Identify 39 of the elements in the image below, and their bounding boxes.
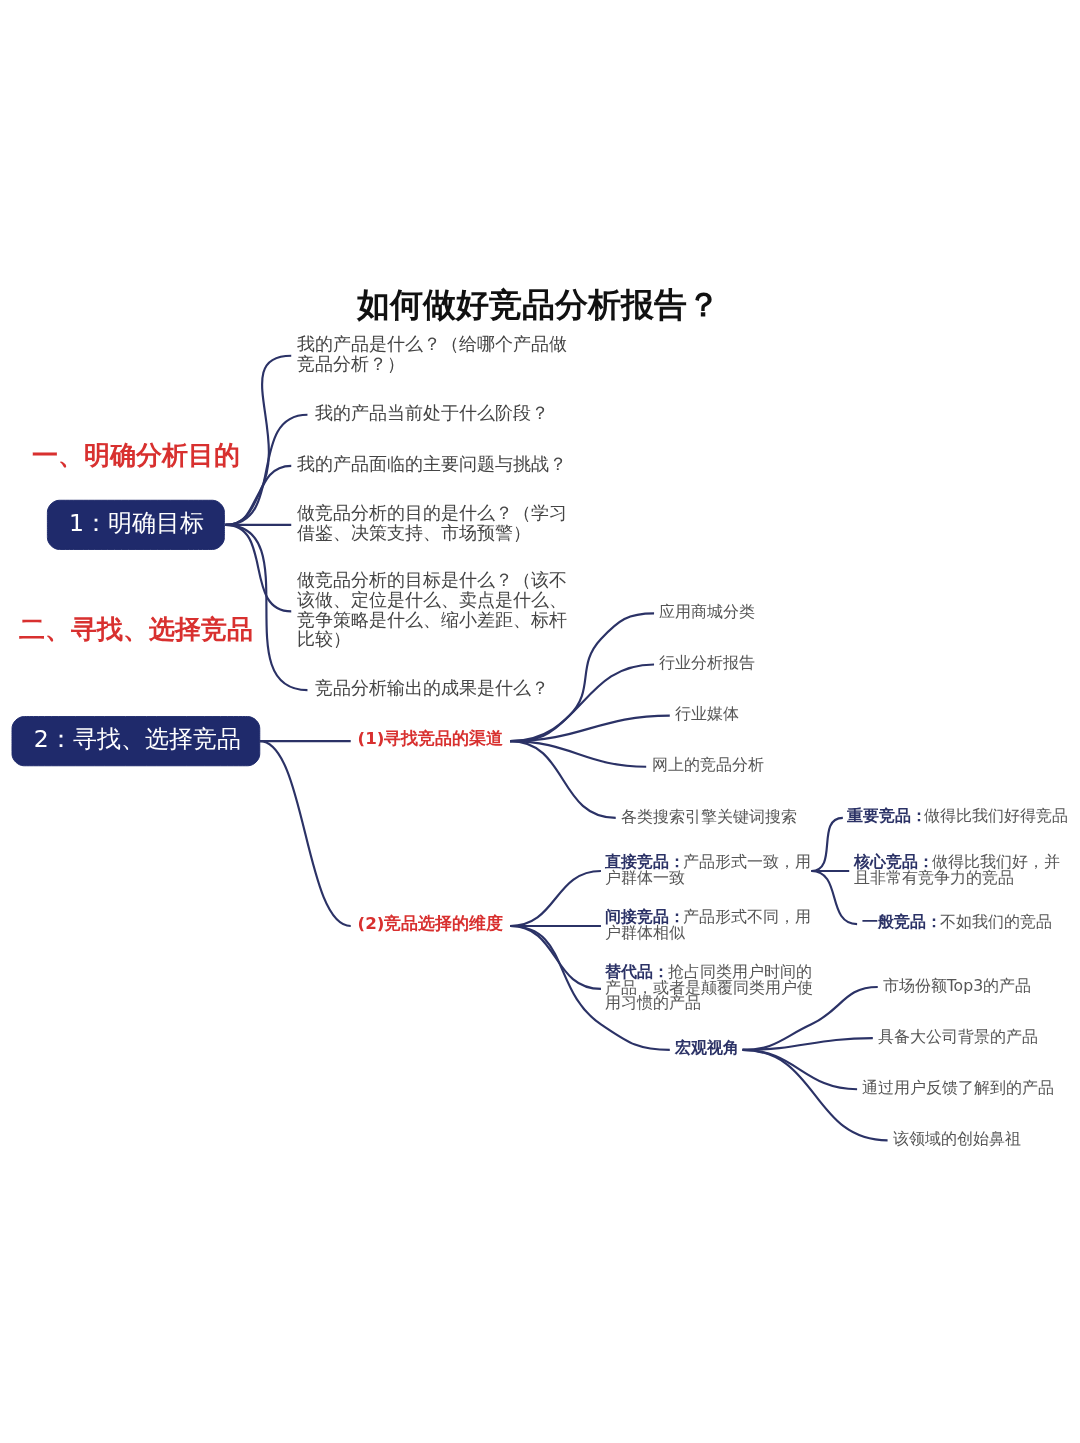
connector (225, 354, 292, 526)
connector (811, 869, 858, 925)
connector (225, 413, 308, 526)
node-text: 应用商城分类 (659, 601, 756, 621)
connector (225, 523, 308, 691)
node-text: 做竞品分析的目的是什么？（学习借鉴、决策支持、市场预警） (297, 502, 568, 543)
node-text: 该领域的创始鼻祖 (892, 1128, 1021, 1148)
node-text: 我的产品当前处于什么阶段？ (314, 402, 549, 423)
node-text: 网上的竞品分析 (651, 754, 764, 774)
node-text: 各类搜索引擎关键词搜索 (620, 806, 797, 826)
node-text: (2)竞品选择的维度 (357, 912, 504, 933)
node-text: 宏观视角 (674, 1037, 739, 1057)
node-text: 我的产品面临的主要问题与挑战？ (297, 453, 568, 474)
connector (509, 739, 616, 819)
node-text: 行业媒体 (674, 703, 739, 723)
node-text: 竞品分析输出的成果是什么？ (314, 677, 549, 698)
node-text: (1)寻找竞品的渠道 (357, 727, 504, 748)
node-text: 替代品：抢占同类用户时间的产品，或者是颠覆同类用户使用习惯的产品 (604, 961, 813, 1012)
node-box: 1：明确目标 (46, 499, 225, 550)
node-text: 间接竞品：产品形式不同，用户群体相似 (604, 906, 811, 942)
node-text: 行业分析报告 (659, 652, 756, 672)
node-text: 核心竞品：做得比我们好，并且非常有竞争力的竞品 (854, 851, 1060, 887)
node-box: 2：寻找、选择竞品 (11, 715, 261, 766)
connector (225, 464, 292, 526)
node-text: 做竞品分析的目标是什么？（该不该做、定位是什么、卖点是什么、竞争策略是什么、缩小差距、标杆比较） (297, 569, 568, 649)
connector (742, 1048, 888, 1141)
node-text: 通过用户反馈了解到的产品 (862, 1077, 1055, 1097)
connector (509, 924, 670, 1051)
node-text: 我的产品是什么？（给哪个产品做竞品分析？） (297, 333, 568, 374)
node-text: 重要竞品：做得比我们好得竞品 (846, 805, 1069, 825)
node-text: 直接竞品：产品形式一致，用户群体一致 (604, 851, 811, 887)
label: 一、明确分析目的 (32, 439, 241, 470)
label: 二、寻找、选择竞品 (19, 613, 254, 644)
connector (811, 816, 844, 872)
node-text: 一般竞品：不如我们的竞品 (862, 911, 1052, 931)
diagram-title: 如何做好竞品分析报告？ (357, 284, 721, 324)
node-text: 具备大公司背景的产品 (877, 1026, 1038, 1046)
connector (259, 739, 352, 927)
node-text: 市场份额Top3的产品 (882, 975, 1032, 995)
